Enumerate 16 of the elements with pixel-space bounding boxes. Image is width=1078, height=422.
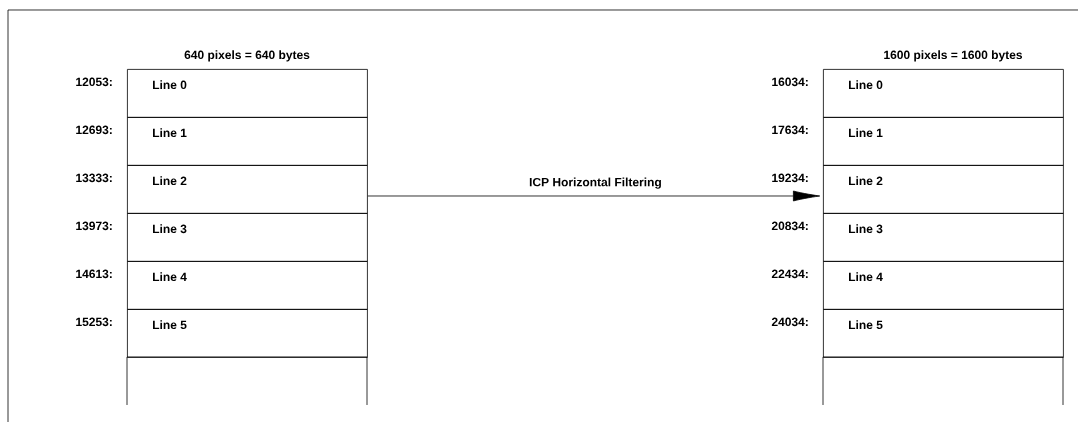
address-label: 24034:: [771, 317, 808, 327]
address-label: 22434:: [771, 269, 808, 279]
address-label: 20834:: [771, 221, 808, 231]
address-label: 15253:: [76, 317, 112, 327]
address-label: 14613:: [76, 269, 112, 279]
address-label: 17634:: [772, 125, 808, 135]
address-label: 19234:: [772, 173, 808, 183]
address-label: 12053:: [76, 77, 112, 87]
empty-line-box: [126, 356, 368, 406]
address-label: 13333:: [76, 173, 112, 183]
empty-line-box: [822, 356, 1064, 406]
arrow: [367, 190, 821, 202]
edge-label: ICP Horizontal Filtering: [528, 176, 663, 190]
address-label: 12693:: [76, 125, 112, 135]
address-label: 16034:: [772, 77, 808, 87]
address-label: 13973:: [76, 221, 112, 231]
